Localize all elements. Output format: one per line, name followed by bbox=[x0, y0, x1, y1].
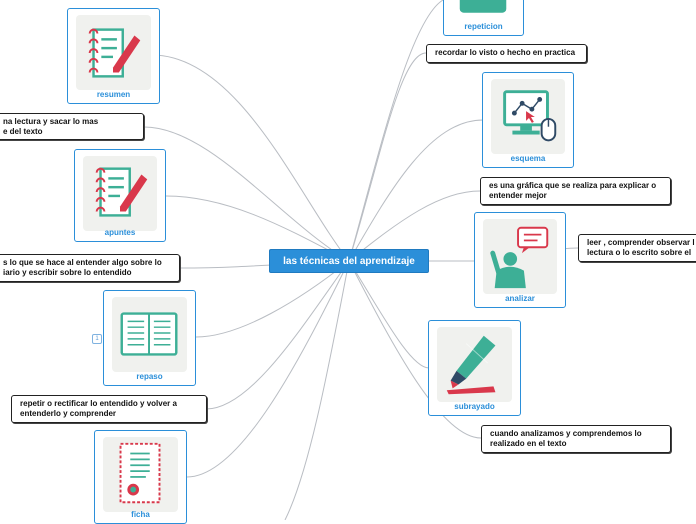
connector-subrayado bbox=[348, 260, 430, 369]
card-resumen[interactable]: resumen bbox=[67, 8, 160, 104]
connector-repeticion-note bbox=[348, 52, 427, 262]
card-esquema-label: esquema bbox=[510, 154, 546, 163]
certificate-icon bbox=[119, 442, 161, 504]
resumen-image bbox=[76, 15, 151, 90]
note-apuntes-def[interactable]: s lo que se hace al entender algo sobre … bbox=[0, 254, 180, 282]
repaso-image bbox=[112, 297, 187, 372]
card-repeticion[interactable]: repeticion bbox=[443, 0, 524, 36]
note-repaso-def[interactable]: repetir o rectificar lo entendido y volv… bbox=[11, 395, 207, 423]
card-ficha[interactable]: ficha bbox=[94, 430, 187, 524]
notepad-pencil-icon bbox=[88, 28, 141, 78]
connector-esquema-note bbox=[348, 190, 481, 262]
apuntes-image bbox=[83, 156, 157, 231]
connector-subrayado-note bbox=[348, 260, 482, 439]
note-resumen-def[interactable]: na lectura y sacar lo mas e del texto bbox=[0, 113, 144, 140]
card-subrayado[interactable]: subrayado bbox=[428, 320, 521, 416]
card-ficha-label: ficha bbox=[131, 510, 150, 519]
highlighter-icon bbox=[446, 335, 496, 395]
notepad-pencil-icon bbox=[95, 167, 148, 217]
card-resumen-label: resumen bbox=[96, 90, 131, 99]
repeticion-illustration bbox=[459, 0, 507, 13]
connector-repaso-note bbox=[205, 260, 350, 410]
card-repaso-label: repaso bbox=[136, 372, 163, 381]
connector-esquema bbox=[348, 119, 484, 262]
connector-resumen bbox=[151, 54, 350, 262]
card-repaso[interactable]: repaso bbox=[103, 290, 196, 386]
repeticion-image bbox=[452, 0, 515, 19]
person-speech-bubble-icon bbox=[490, 226, 549, 289]
card-apuntes[interactable]: apuntes bbox=[74, 149, 166, 242]
open-notebook-icon bbox=[120, 312, 178, 356]
connector-repeticion bbox=[348, 0, 444, 262]
card-esquema[interactable]: esquema bbox=[482, 72, 574, 168]
repaso-count-badge[interactable]: 1 bbox=[92, 334, 102, 344]
computer-mouse-icon bbox=[503, 90, 557, 142]
connector-ficha bbox=[186, 260, 350, 478]
card-analizar[interactable]: analizar bbox=[474, 212, 566, 308]
card-subrayado-label: subrayado bbox=[454, 402, 495, 411]
note-repeticion-def[interactable]: recordar lo visto o hecho en practica bbox=[426, 44, 587, 63]
card-apuntes-label: apuntes bbox=[104, 228, 136, 237]
esquema-image bbox=[491, 79, 565, 154]
connector-repaso bbox=[195, 260, 350, 338]
ficha-image bbox=[103, 437, 178, 512]
connector-resumen-note bbox=[143, 126, 350, 262]
connector-bottom bbox=[284, 260, 350, 520]
note-subrayado-def[interactable]: cuando analizamos y comprendemos lo real… bbox=[481, 425, 671, 453]
note-esquema-def[interactable]: es una gráfica que se realiza para expli… bbox=[480, 177, 671, 205]
subrayado-image bbox=[437, 327, 512, 402]
central-topic-label: las técnicas del aprendizaje bbox=[283, 255, 415, 267]
card-repeticion-label: repeticion bbox=[464, 22, 503, 31]
note-analizar-def[interactable]: leer , comprender observar l lectura o l… bbox=[578, 234, 696, 262]
card-analizar-label: analizar bbox=[505, 294, 535, 303]
analizar-image bbox=[483, 219, 557, 294]
central-topic[interactable]: las técnicas del aprendizaje bbox=[269, 249, 429, 273]
